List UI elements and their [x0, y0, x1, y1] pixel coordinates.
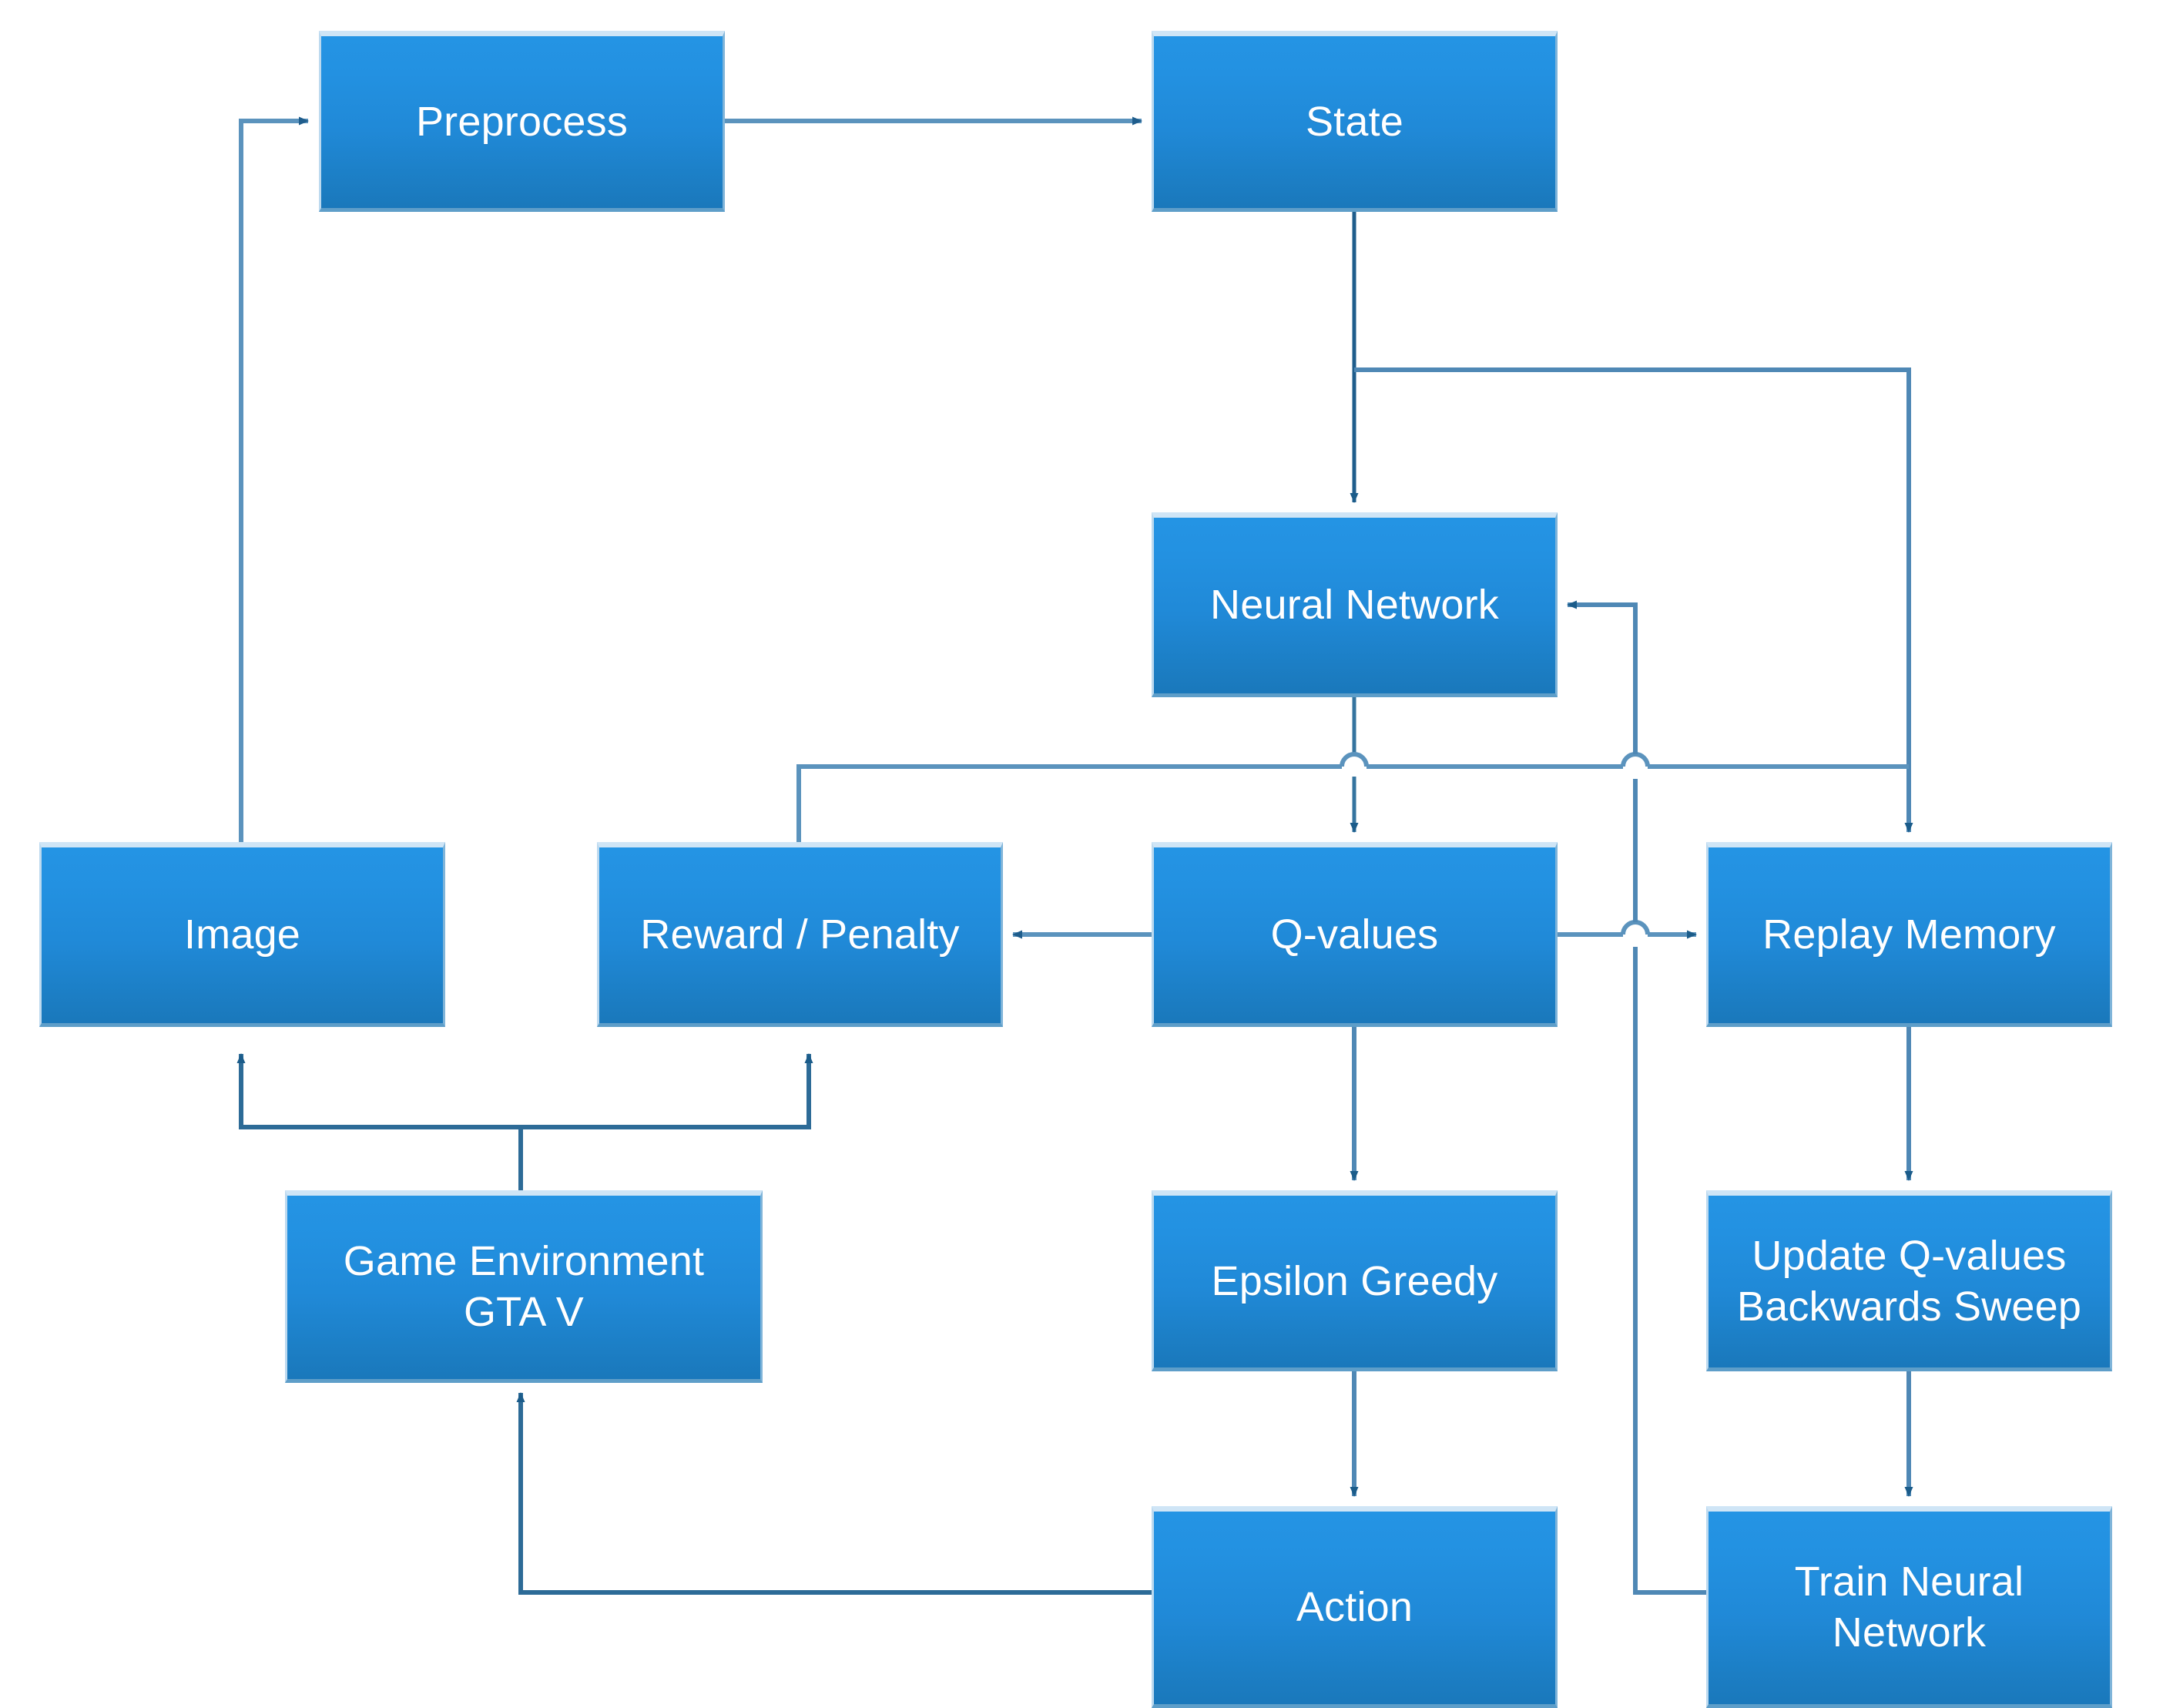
node-q-values[interactable]: Q-values [1152, 842, 1558, 1027]
edge-action-to-gameenv [516, 1392, 1152, 1595]
node-label-replay-memory: Replay Memory [1762, 911, 2056, 958]
edge-qvalues-rail-to-reward [796, 764, 1342, 842]
node-label-reward-penalty: Reward / Penalty [640, 911, 960, 958]
edge-trainnn-to-neural-a [1633, 947, 1706, 1595]
node-replay-memory[interactable]: Replay Memory [1706, 842, 2112, 1027]
node-state[interactable]: State [1152, 31, 1558, 212]
node-label-neural-network: Neural Network [1210, 582, 1499, 629]
node-label-game-environment: Game Environment GTA V [343, 1238, 705, 1335]
node-label-q-values: Q-values [1270, 911, 1439, 958]
node-image[interactable]: Image [39, 842, 445, 1027]
node-label-train-neural-network: Train Neural Network [1794, 1559, 2024, 1656]
node-reward-penalty[interactable]: Reward / Penalty [597, 842, 1003, 1027]
node-label-epsilon-greedy: Epsilon Greedy [1211, 1257, 1498, 1304]
node-action[interactable]: Action [1152, 1506, 1558, 1708]
node-preprocess[interactable]: Preprocess [319, 31, 725, 212]
node-label-update-q-values: Update Q-values Backwards Sweep [1736, 1232, 2082, 1330]
node-game-environment[interactable]: Game Environment GTA V [285, 1190, 763, 1383]
edge-hop-arc-trainnn-feedback [1621, 752, 1650, 767]
edge-gameenv-to-reward [521, 1053, 813, 1129]
node-update-q-values[interactable]: Update Q-values Backwards Sweep [1706, 1190, 2112, 1371]
node-epsilon-greedy[interactable]: Epsilon Greedy [1152, 1190, 1558, 1371]
edge-hop-arc-qvalues-replay [1621, 920, 1650, 935]
edge-hop-arc-neural-qvalues [1340, 752, 1369, 767]
node-train-neural-network[interactable]: Train Neural Network [1706, 1506, 2112, 1708]
node-label-action: Action [1296, 1584, 1413, 1631]
node-label-preprocess: Preprocess [415, 98, 629, 145]
edge-gameenv-split-rail [236, 1053, 523, 1190]
node-neural-network[interactable]: Neural Network [1152, 512, 1558, 697]
node-label-state: State [1305, 98, 1404, 145]
edge-trainnn-to-neural-c [1567, 600, 1638, 754]
edge-image-to-preprocess [239, 116, 309, 842]
node-label-image: Image [183, 911, 301, 958]
